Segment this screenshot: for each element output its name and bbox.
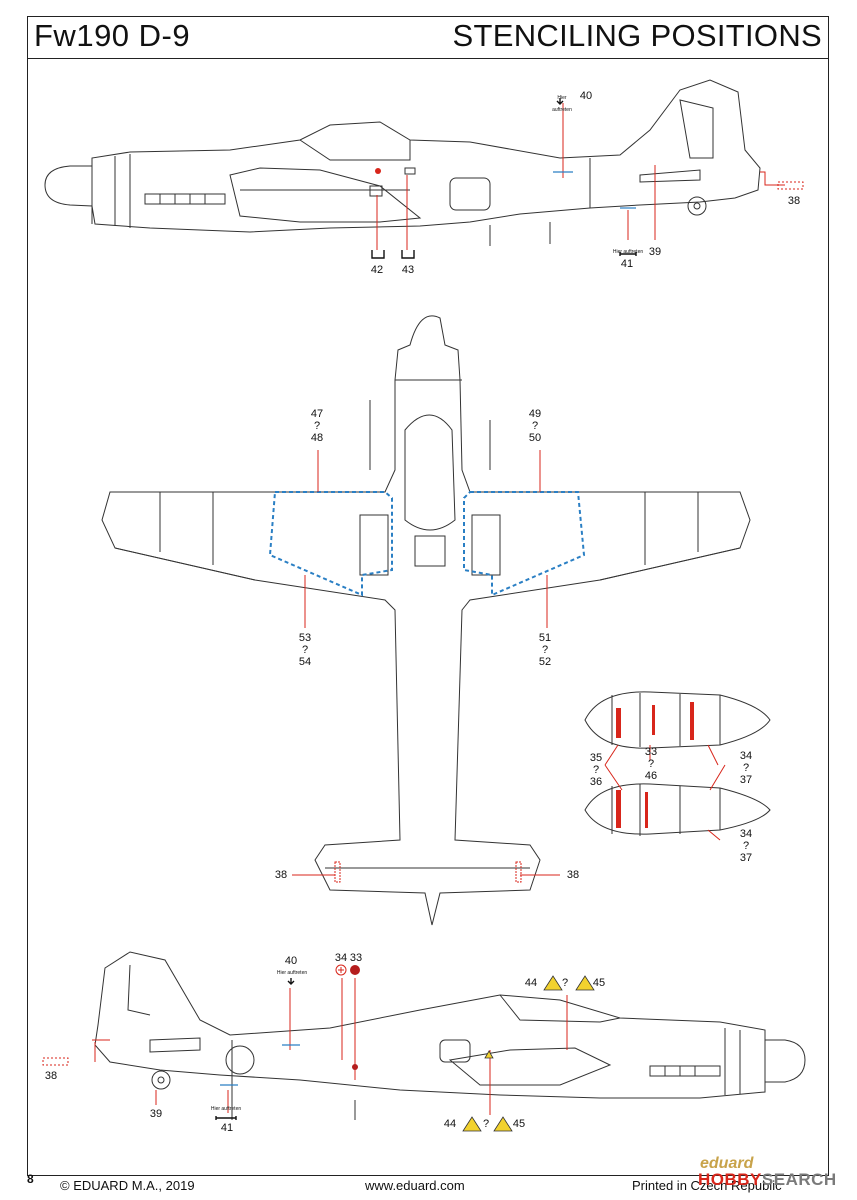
label-34a-q: ? xyxy=(742,762,750,774)
label-47: 47 xyxy=(310,408,324,420)
label-38-left: 38 xyxy=(274,869,288,881)
tank-stencil-text xyxy=(616,702,694,828)
side-view-left-profile xyxy=(44,79,761,246)
page-frame xyxy=(27,16,829,1176)
drop-tank-views xyxy=(584,691,771,836)
stencil-hier-bottom2: Hier auftreten xyxy=(210,1106,242,1112)
label-48: 48 xyxy=(310,432,324,444)
label-34b-q: ? xyxy=(742,840,750,852)
label-41-bottom: 41 xyxy=(220,1122,234,1134)
label-44-upper: 44 xyxy=(524,977,538,989)
plan-view-underside xyxy=(101,315,751,926)
stencil-hier-top: Hier auftreten xyxy=(552,95,572,113)
watermark-part-a: HOBBY xyxy=(698,1170,762,1189)
step-symbols xyxy=(215,98,637,1120)
stencil-hier-bottom: Hier auftreten xyxy=(276,970,308,976)
label-49: 49 xyxy=(528,408,542,420)
label-34-bottom: 34 xyxy=(334,952,348,964)
step-markers xyxy=(220,171,636,1086)
label-37a: 37 xyxy=(739,774,753,786)
label-49-q: ? xyxy=(531,420,539,432)
watermark-part-b: SEARCH xyxy=(761,1170,837,1189)
label-51: 51 xyxy=(538,632,552,644)
label-52: 52 xyxy=(538,656,552,668)
stencil-markers xyxy=(334,168,522,1070)
label-51-q: ? xyxy=(541,644,549,656)
label-38-right: 38 xyxy=(566,869,580,881)
label-38-top: 38 xyxy=(787,195,801,207)
warning-triangles xyxy=(462,975,595,1132)
label-47-q: ? xyxy=(313,420,321,432)
label-41-top: 41 xyxy=(620,258,634,270)
label-50: 50 xyxy=(528,432,542,444)
label-45-upper: 45 xyxy=(592,977,606,989)
label-46: 46 xyxy=(644,770,658,782)
page-heading: STENCILING POSITIONS xyxy=(452,18,822,53)
printed-in-text: Printed in Czech Republic xyxy=(632,1178,782,1193)
website-text: www.eduard.com xyxy=(365,1178,465,1193)
label-54: 54 xyxy=(298,656,312,668)
access-panel-dashes xyxy=(268,491,586,597)
label-43: 43 xyxy=(401,264,415,276)
label-53: 53 xyxy=(298,632,312,644)
label-33-q: ? xyxy=(647,758,655,770)
label-42: 42 xyxy=(370,264,384,276)
label-37b: 37 xyxy=(739,852,753,864)
label-39-bottom: 39 xyxy=(149,1108,163,1120)
label-q-upper: ? xyxy=(561,977,569,989)
label-36: 36 xyxy=(589,776,603,788)
title-rule xyxy=(27,58,829,59)
stencil-hier-top2: Hier auftreten xyxy=(612,249,644,255)
hobbysearch-watermark: HOBBYSEARCH xyxy=(698,1170,837,1190)
label-39-top: 39 xyxy=(648,246,662,258)
label-q-lower: ? xyxy=(482,1118,490,1130)
label-40-top: 40 xyxy=(579,90,593,102)
label-53-q: ? xyxy=(301,644,309,656)
label-40-bottom: 40 xyxy=(284,955,298,967)
label-44-lower: 44 xyxy=(443,1118,457,1130)
copyright-text: © EDUARD M.A., 2019 xyxy=(60,1178,195,1193)
leader-lines xyxy=(42,103,804,1115)
model-title: Fw190 D-9 xyxy=(34,18,191,53)
eduard-logo: eduard xyxy=(700,1155,754,1172)
label-33: 33 xyxy=(644,746,658,758)
label-35: 35 xyxy=(589,752,603,764)
label-45-lower: 45 xyxy=(512,1118,526,1130)
label-34b: 34 xyxy=(739,828,753,840)
label-35-q: ? xyxy=(592,764,600,776)
side-view-right-profile xyxy=(94,951,806,1120)
page-number: 8 xyxy=(27,1172,34,1186)
label-34a: 34 xyxy=(739,750,753,762)
label-38-bottom: 38 xyxy=(44,1070,58,1082)
label-33-bottom: 33 xyxy=(349,952,363,964)
